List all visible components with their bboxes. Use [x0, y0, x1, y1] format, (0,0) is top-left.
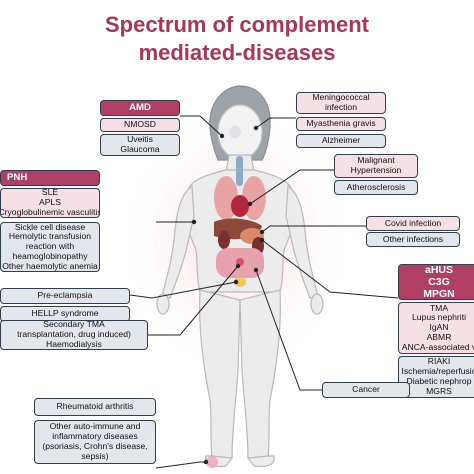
- cancer-box: Cancer: [322, 382, 410, 398]
- pnh-header: PNH: [0, 170, 100, 186]
- myasthenia-box: Myasthenia gravis: [296, 117, 386, 131]
- page-title-line2: mediated-diseases: [138, 40, 336, 65]
- sickle-cell-text: Sickle cell disease: [14, 222, 86, 232]
- malignant-hypertension-box: Malignant Hypertension: [334, 154, 418, 178]
- other-autoimmune-line4: sepsis): [81, 450, 109, 461]
- riaki-text: RIAKI: [427, 356, 451, 367]
- hemolytic-transfusion-text: Hemolytic transfusion: [8, 231, 92, 242]
- foot-inflammation: [206, 456, 218, 468]
- meningococcal-box: Meningococcal infection: [296, 92, 386, 114]
- eye-highlight: [229, 126, 241, 138]
- hypertension-text: Hypertension: [350, 165, 402, 175]
- nmosd-text: NMOSD: [124, 119, 156, 130]
- igan-text: IgAN: [429, 322, 449, 333]
- other-autoimmune-line3: (psoriasis, Crohn's disease,: [42, 441, 148, 451]
- atherosclerosis-text: Atherosclerosis: [346, 181, 406, 192]
- heart: [231, 195, 249, 217]
- other-autoimmune-line2: inflammatory diseases: [52, 431, 138, 442]
- secondary-tma-box: Secondary TMA transplantation, drug indu…: [0, 320, 148, 350]
- reaction-with-text: reaction with: [25, 241, 75, 252]
- glaucoma-text: Glaucoma: [120, 144, 160, 154]
- covid-box: Covid infection: [366, 216, 460, 231]
- kidney-pink-box: TMA Lupus nephriti IgAN ABMR ANCA-associ…: [398, 302, 474, 354]
- bladder: [234, 277, 246, 287]
- uveitis-text: Uveitis: [127, 134, 153, 145]
- other-haemolytic-text: Other haemolytic anemia: [2, 260, 98, 271]
- hellp-text: HELLP syndrome: [31, 308, 99, 319]
- tma-text: TMA: [429, 302, 449, 313]
- page-title-line1: Spectrum of complement: [104, 12, 370, 37]
- left-kidney: [218, 231, 230, 249]
- pre-eclampsia-text: Pre-eclampsia: [37, 290, 93, 301]
- rheumatoid-box: Rheumatoid arthritis: [34, 398, 156, 416]
- heamoglobinopathy-text: heamoglobinopathy: [12, 250, 88, 261]
- covid-text: Covid infection: [384, 217, 442, 228]
- other-infections-box: Other infections: [366, 232, 460, 247]
- meningococcal-line2: infection: [324, 102, 357, 112]
- organs: [206, 126, 266, 468]
- atherosclerosis-box: Atherosclerosis: [334, 180, 418, 195]
- alzheimer-box: Alzheimer: [296, 134, 386, 148]
- amd-header-text: AMD: [129, 102, 151, 114]
- nmosd-box: NMOSD: [100, 118, 180, 132]
- cryoglobulinemic-text: Cryoglobulinemic vasculitis: [0, 206, 100, 217]
- rheumatoid-text: Rheumatoid arthritis: [56, 401, 134, 412]
- myasthenia-text: Myasthenia gravis: [306, 118, 376, 129]
- abmr-text: ABMR: [426, 331, 452, 342]
- sle-group-box: SLE APLS Cryoglobulinemic vasculitis: [0, 188, 100, 218]
- pnh-header-text: PNH: [7, 172, 28, 184]
- pre-eclampsia-box: Pre-eclampsia: [0, 288, 130, 304]
- haemodialysis-text: Haemodialysis: [46, 338, 102, 349]
- kidney-grey-box: RIAKI Ischemia/reperfusio Diabetic nephr…: [398, 356, 474, 398]
- ahus-text: aHUS: [424, 264, 453, 276]
- secondary-tma-text: Secondary TMA: [43, 320, 105, 330]
- hemolytic-group-box: Sickle cell disease Hemolytic transfusio…: [0, 222, 100, 272]
- trachea: [236, 156, 243, 186]
- kidney-header: aHUS C3G MPGN: [398, 264, 474, 300]
- apls-text: APLS: [39, 197, 61, 208]
- mgrs-text: MGRS: [426, 385, 452, 396]
- other-autoimmune-box: Other auto-immune and inflammatory disea…: [34, 420, 156, 464]
- mpgn-text: MPGN: [423, 288, 455, 300]
- other-autoimmune-line1: Other auto-immune and: [49, 421, 141, 432]
- other-infections-text: Other infections: [382, 233, 444, 244]
- diabetic-nephropathy-text: Diabetic nephrop: [406, 376, 472, 386]
- alzheimer-text: Alzheimer: [321, 135, 361, 146]
- sle-text: SLE: [41, 188, 59, 198]
- meningococcal-line1: Meningococcal: [312, 92, 370, 103]
- ischemia-text: Ischemia/reperfusio: [401, 366, 474, 377]
- transplantation-text: transplantation, drug induced): [17, 329, 131, 340]
- c3g-text: C3G: [428, 276, 450, 288]
- connector-dots: [191, 125, 265, 465]
- lupus-nephritis-text: Lupus nephriti: [412, 312, 466, 323]
- cancer-text: Cancer: [352, 384, 380, 395]
- amd-header: AMD: [100, 100, 180, 116]
- anca-text: ANCA-associated v: [401, 341, 474, 352]
- uveitis-glaucoma-box: Uveitis Glaucoma: [100, 134, 180, 156]
- malignant-text: Malignant: [357, 155, 395, 166]
